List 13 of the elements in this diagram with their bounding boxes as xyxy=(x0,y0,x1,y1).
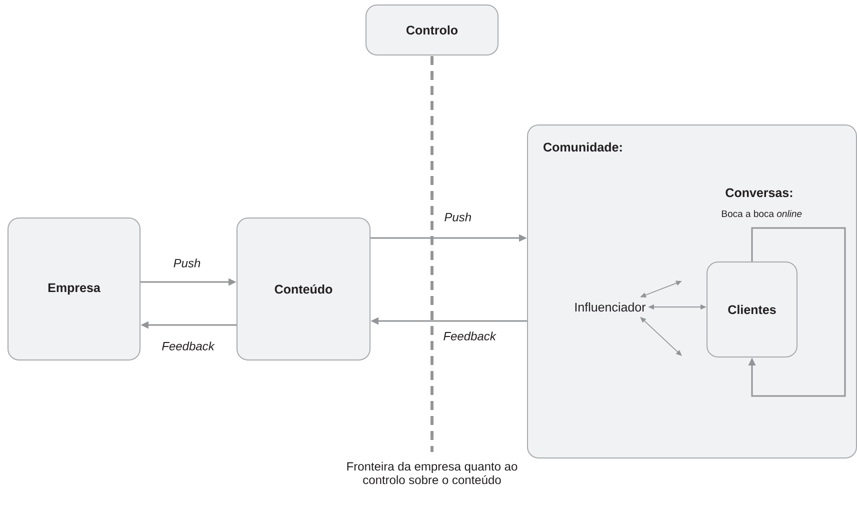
edge-label: Feedback xyxy=(160,340,216,352)
process-box: Controlo xyxy=(366,4,498,56)
process-box: Clientes xyxy=(706,262,798,358)
edge-label: Push xyxy=(443,212,473,222)
process-box: Conteúdo xyxy=(236,218,370,360)
process-box: Empresa xyxy=(8,218,140,360)
edge-label: Feedback xyxy=(442,330,497,342)
subheading-text: Boca a boca online xyxy=(722,210,802,218)
edge-label: Push xyxy=(172,258,202,268)
caption-text: Fronteira da empresa quanto ao controlo sobre o conteúdo xyxy=(347,462,518,484)
arrow xyxy=(748,227,846,397)
node-text: Influenciador xyxy=(575,302,646,312)
heading-text: Conversas: xyxy=(726,188,792,198)
